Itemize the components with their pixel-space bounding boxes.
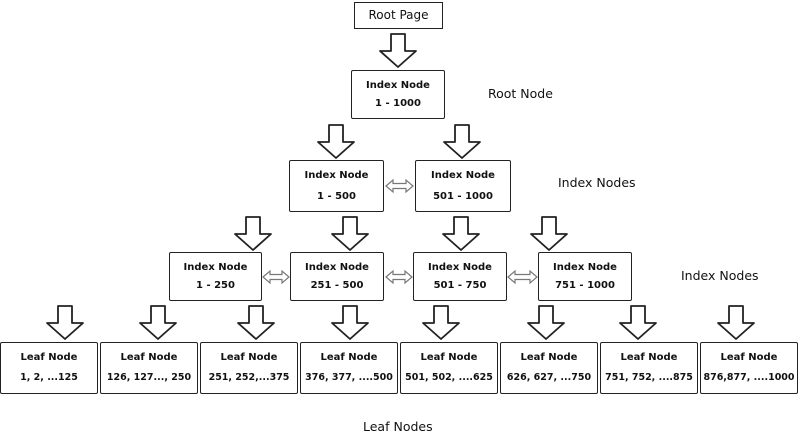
leaf-node-6: Leaf Node 626, 627, ...750	[500, 342, 598, 394]
root-index-node: Index Node 1 - 1000	[351, 70, 445, 119]
leaf-node-3: Leaf Node 251, 252,...375	[200, 342, 298, 394]
index-node-751-1000: Index Node 751 - 1000	[538, 252, 632, 301]
index-node-1-500: Index Node 1 - 500	[289, 160, 384, 212]
node-range: 501 - 750	[433, 280, 487, 291]
node-title: Leaf Node	[620, 352, 678, 363]
node-title: Index Node	[553, 262, 617, 273]
node-title: Leaf Node	[520, 352, 578, 363]
down-arrow-icon	[422, 305, 460, 340]
down-arrow-icon	[317, 124, 355, 159]
down-arrow-icon	[619, 305, 657, 340]
node-title: Index Node	[305, 262, 369, 273]
down-arrow-icon	[379, 33, 417, 68]
index-node-251-500: Index Node 251 - 500	[290, 252, 384, 301]
node-range: 1 - 250	[196, 280, 235, 291]
node-title: Index Node	[431, 170, 495, 181]
leaf-nodes-label: Leaf Nodes	[363, 419, 433, 434]
node-title: Index Node	[366, 80, 430, 91]
root-page-box: Root Page	[354, 2, 443, 29]
leaf-node-2: Leaf Node 126, 127..., 250	[100, 342, 198, 394]
node-range: 251 - 500	[310, 280, 364, 291]
node-title: Index Node	[183, 262, 248, 273]
node-title: Index Node	[428, 262, 492, 273]
down-arrow-icon	[139, 305, 177, 340]
index-node-1-250: Index Node 1 - 250	[169, 252, 262, 301]
node-range: 251, 252,...375	[208, 372, 290, 383]
index-node-501-750: Index Node 501 - 750	[413, 252, 507, 301]
node-range: 501 - 1000	[433, 191, 493, 202]
node-range: 626, 627, ...750	[506, 372, 592, 383]
index-nodes-label-2: Index Nodes	[681, 268, 759, 283]
node-range: 1 - 1000	[375, 98, 421, 109]
down-arrow-icon	[443, 124, 481, 159]
node-range: 501, 502, ....625	[405, 372, 493, 383]
double-arrow-icon	[385, 178, 414, 194]
node-title: Index Node	[304, 170, 369, 181]
leaf-node-1: Leaf Node 1, 2, ...125	[0, 342, 98, 394]
node-range: 376, 377, ....500	[305, 372, 393, 383]
down-arrow-icon	[234, 216, 272, 251]
node-title: Leaf Node	[720, 352, 778, 363]
node-range: 1, 2, ...125	[20, 372, 78, 383]
down-arrow-icon	[46, 305, 84, 340]
node-range: 751 - 1000	[555, 280, 615, 291]
index-node-501-1000: Index Node 501 - 1000	[415, 160, 511, 212]
node-title: Leaf Node	[120, 352, 178, 363]
leaf-node-8: Leaf Node 876,877, ....1000	[700, 342, 798, 394]
node-title: Leaf Node	[320, 352, 378, 363]
down-arrow-icon	[237, 305, 275, 340]
leaf-node-5: Leaf Node 501, 502, ....625	[400, 342, 498, 394]
node-range: 751, 752, ....875	[605, 372, 693, 383]
down-arrow-icon	[331, 305, 369, 340]
leaf-node-7: Leaf Node 751, 752, ....875	[600, 342, 698, 394]
node-range: 1 - 500	[317, 191, 356, 202]
index-nodes-label-1: Index Nodes	[558, 175, 636, 190]
down-arrow-icon	[442, 216, 480, 251]
double-arrow-icon	[385, 269, 413, 285]
node-range: 876,877, ....1000	[703, 372, 795, 383]
node-title: Leaf Node	[20, 352, 78, 363]
node-range: 126, 127..., 250	[106, 372, 192, 383]
down-arrow-icon	[331, 216, 369, 251]
leaf-node-4: Leaf Node 376, 377, ....500	[300, 342, 398, 394]
node-title: Leaf Node	[420, 352, 478, 363]
double-arrow-icon	[507, 269, 538, 285]
node-title: Leaf Node	[220, 352, 278, 363]
root-node-label: Root Node	[488, 86, 553, 101]
down-arrow-icon	[717, 305, 755, 340]
double-arrow-icon	[262, 269, 290, 285]
down-arrow-icon	[527, 305, 565, 340]
down-arrow-icon	[530, 216, 568, 251]
